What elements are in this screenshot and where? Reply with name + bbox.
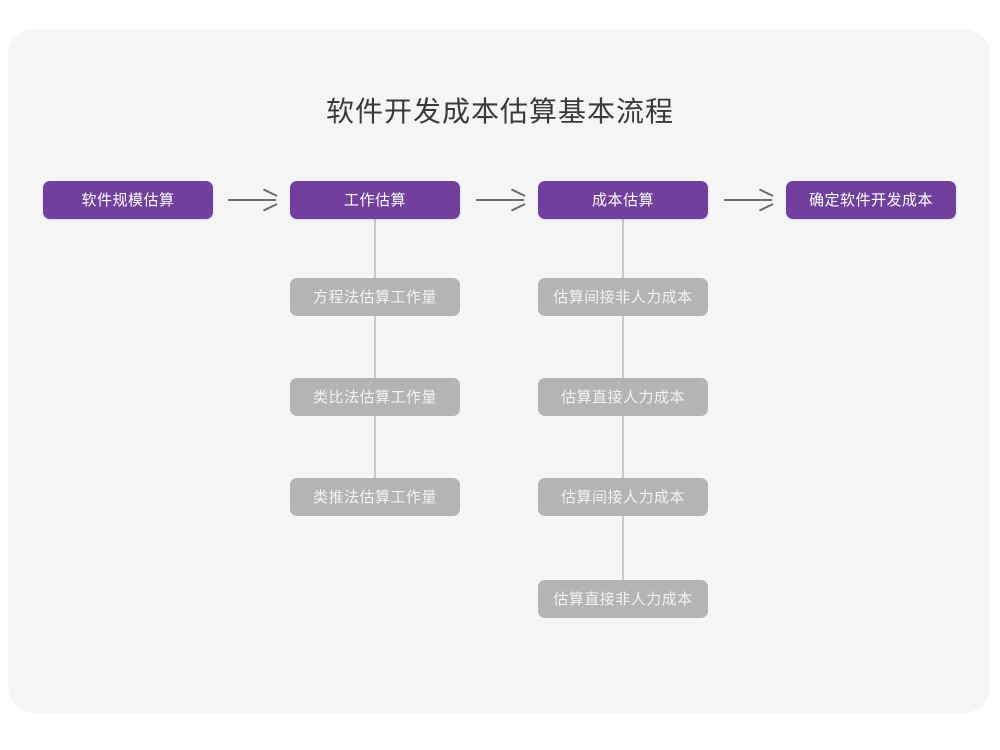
stage-node-effort-estimation[interactable]: 工作估算 (290, 181, 460, 219)
stage-node-software-scale-estimation[interactable]: 软件规模估算 (43, 181, 213, 219)
substep-node-direct-nonlabor-cost[interactable]: 估算直接非人力成本 (538, 580, 708, 618)
arrow-stage3-to-stage4 (724, 189, 772, 211)
arrow-shaft (228, 199, 276, 201)
substep-node-indirect-nonlabor-cost[interactable]: 估算间接非人力成本 (538, 278, 708, 316)
page-card (8, 29, 990, 713)
substep-node-equation-method-effort[interactable]: 方程法估算工作量 (290, 278, 460, 316)
arrow-stage1-to-stage2 (228, 189, 276, 211)
arrow-head-icon (759, 192, 772, 208)
substep-node-indirect-labor-cost[interactable]: 估算间接人力成本 (538, 478, 708, 516)
page-title: 软件开发成本估算基本流程 (325, 96, 674, 127)
substep-node-inference-method-effort[interactable]: 类推法估算工作量 (290, 478, 460, 516)
connector-line-branch-a (374, 219, 376, 498)
arrow-shaft (476, 199, 524, 201)
substep-node-direct-labor-cost[interactable]: 估算直接人力成本 (538, 378, 708, 416)
substep-node-analogy-method-effort[interactable]: 类比法估算工作量 (290, 378, 460, 416)
arrow-stage2-to-stage3 (476, 189, 524, 211)
stage-node-cost-estimation[interactable]: 成本估算 (538, 181, 708, 219)
arrow-head-icon (263, 192, 276, 208)
stage-node-determine-development-cost[interactable]: 确定软件开发成本 (786, 181, 956, 219)
arrow-head-icon (511, 192, 524, 208)
arrow-shaft (724, 199, 772, 201)
